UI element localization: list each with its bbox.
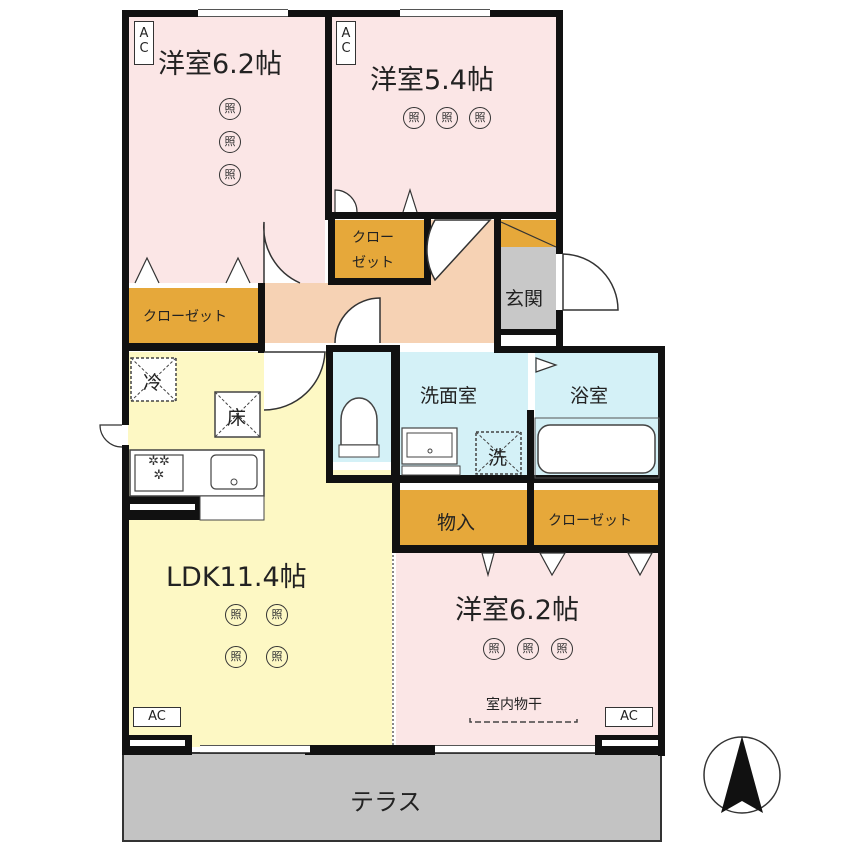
room-closet-nw — [128, 288, 258, 343]
wall-closet-center — [328, 212, 335, 284]
ceiling-light-icon: 照 — [225, 604, 247, 626]
wall-east-ne — [556, 10, 563, 220]
label-terrace: テラス — [350, 788, 422, 816]
label-closet-nw: クローゼット — [143, 309, 227, 325]
room-closet-center — [334, 220, 424, 278]
room-terrace — [119, 749, 665, 845]
wall-toilet-left — [326, 345, 333, 480]
label-western-nw: 洋室6.2帖 — [158, 49, 282, 80]
window-sill-left — [130, 740, 185, 746]
wall-wash-bath — [527, 410, 534, 550]
wall-storage-bottom — [392, 545, 665, 553]
wall-entrance-east — [556, 212, 563, 254]
ceiling-light-icon: 照 — [436, 107, 458, 129]
ceiling-light-icon: 照 — [517, 638, 539, 660]
wall-storage-left — [392, 483, 400, 553]
room-storage — [400, 490, 527, 545]
wall-west-lower — [122, 445, 129, 755]
wall-nw-closet-right — [258, 283, 265, 353]
kitchen-counter-slot — [130, 504, 195, 510]
label-washroom: 洗面室 — [420, 385, 478, 407]
ceiling-light-icon: 照 — [219, 164, 241, 186]
ac-unit-se: AC — [605, 707, 653, 727]
ceiling-light-icon: 照 — [483, 638, 505, 660]
room-entrance — [501, 247, 556, 329]
window-nw-north — [198, 9, 288, 17]
window-ne-north — [400, 9, 490, 17]
wall-entrance-bottom — [494, 329, 563, 335]
wall-south-mid — [305, 745, 435, 755]
ac-unit-ldk: AC — [133, 707, 181, 727]
ceiling-light-icon: 照 — [266, 604, 288, 626]
washer-label: 洗 — [488, 447, 508, 469]
label-closet-se: クローゼット — [548, 513, 632, 529]
label-ldk: LDK11.4帖 — [166, 562, 307, 593]
ceiling-light-icon: 照 — [266, 646, 288, 668]
ceiling-light-icon: 照 — [551, 638, 573, 660]
wall-entrance-west — [494, 212, 501, 352]
label-closet-center-1: クロー — [352, 230, 394, 246]
wall-ne-bottom — [325, 212, 563, 219]
wall-wet-bottom — [326, 475, 665, 483]
label-western-ne: 洋室5.4帖 — [370, 65, 494, 96]
window-sill-right — [602, 740, 658, 746]
floor-heating-label: 床 — [227, 407, 247, 429]
ceiling-light-icon: 照 — [469, 107, 491, 129]
label-indoor-drying: 室内物干 — [486, 697, 542, 713]
label-entrance: 玄関 — [505, 288, 544, 310]
label-western-se: 洋室6.2帖 — [455, 595, 579, 626]
wall-toilet-right — [391, 345, 400, 480]
label-storage: 物入 — [437, 512, 476, 534]
wall-west-upper — [122, 10, 129, 425]
label-bathroom: 浴室 — [570, 385, 609, 407]
ceiling-light-icon: 照 — [225, 646, 247, 668]
wall-closet-nw-bottom — [122, 343, 265, 351]
ceiling-light-icon: 照 — [219, 98, 241, 120]
ceiling-light-icon: 照 — [219, 131, 241, 153]
wall-closet-center-bottom — [328, 278, 431, 285]
window-se-south — [435, 745, 595, 753]
wall-nw-ne-divider — [325, 10, 332, 220]
stove-icon: ✲✲✲ — [148, 454, 170, 483]
fridge-label: 冷 — [143, 372, 163, 394]
room-closet-se — [534, 490, 660, 545]
label-closet-center-2: ゼット — [352, 255, 394, 271]
window-ldk-south — [200, 745, 310, 753]
compass-north-arrow-icon — [703, 736, 781, 814]
ceiling-light-icon: 照 — [403, 107, 425, 129]
wall-toilet-top — [326, 345, 400, 352]
wall-bath-top — [494, 346, 665, 353]
